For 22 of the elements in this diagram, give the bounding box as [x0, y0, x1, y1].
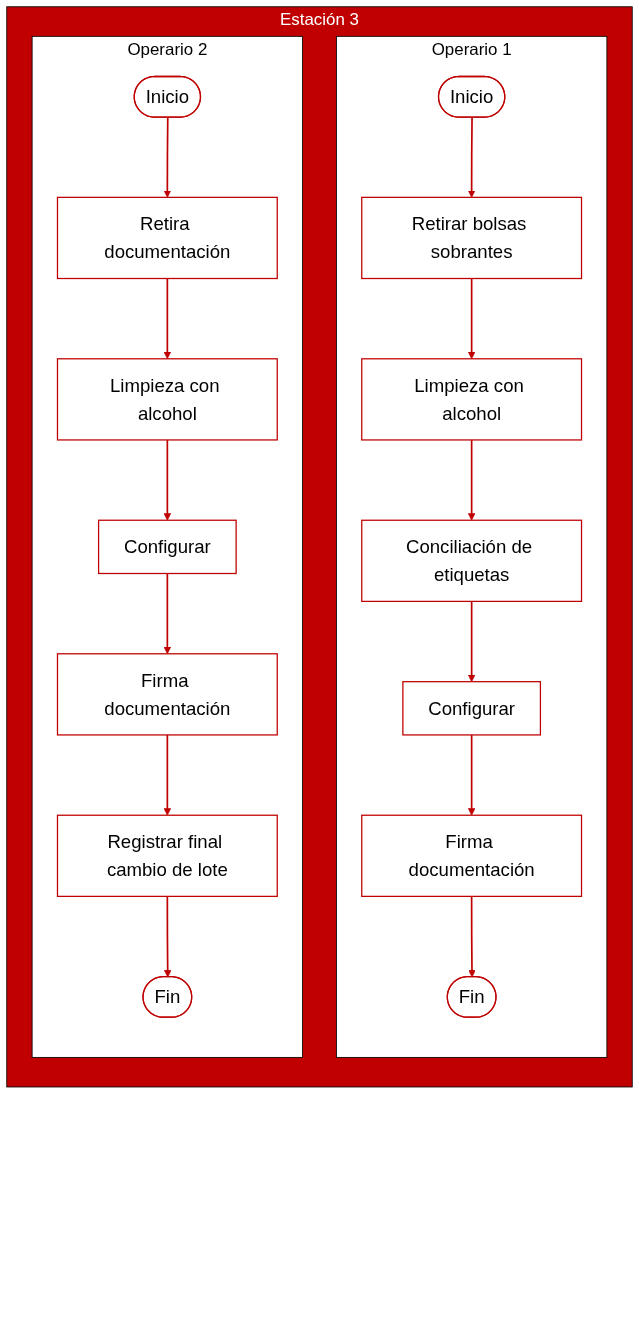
node-box: Configurar: [402, 681, 542, 736]
arrow: [468, 895, 476, 978]
arrow: [163, 116, 172, 198]
arrow: [164, 895, 172, 978]
arrow: [467, 116, 476, 198]
arrow: [467, 277, 476, 360]
node-box: Retira documentación: [56, 196, 278, 280]
node-box: Limpieza con alcohol: [361, 358, 583, 441]
node-box: Retirar bolsas sobrantes: [361, 196, 583, 280]
node-box: Limpieza con alcohol: [56, 358, 278, 441]
node-box: Conciliación de etiquetas: [361, 519, 583, 602]
arrow: [163, 734, 172, 816]
node-box: Configurar: [97, 519, 237, 575]
node-box: Firma documentación: [361, 814, 583, 897]
node-box: Firma documentación: [56, 653, 278, 736]
node-box: Registrar final cambio de lote: [56, 814, 278, 897]
arrow: [467, 439, 476, 521]
arrow: [163, 439, 172, 521]
arrow: [163, 572, 172, 655]
arrow: [163, 277, 172, 360]
arrow: [467, 734, 476, 816]
arrow: [467, 600, 476, 682]
